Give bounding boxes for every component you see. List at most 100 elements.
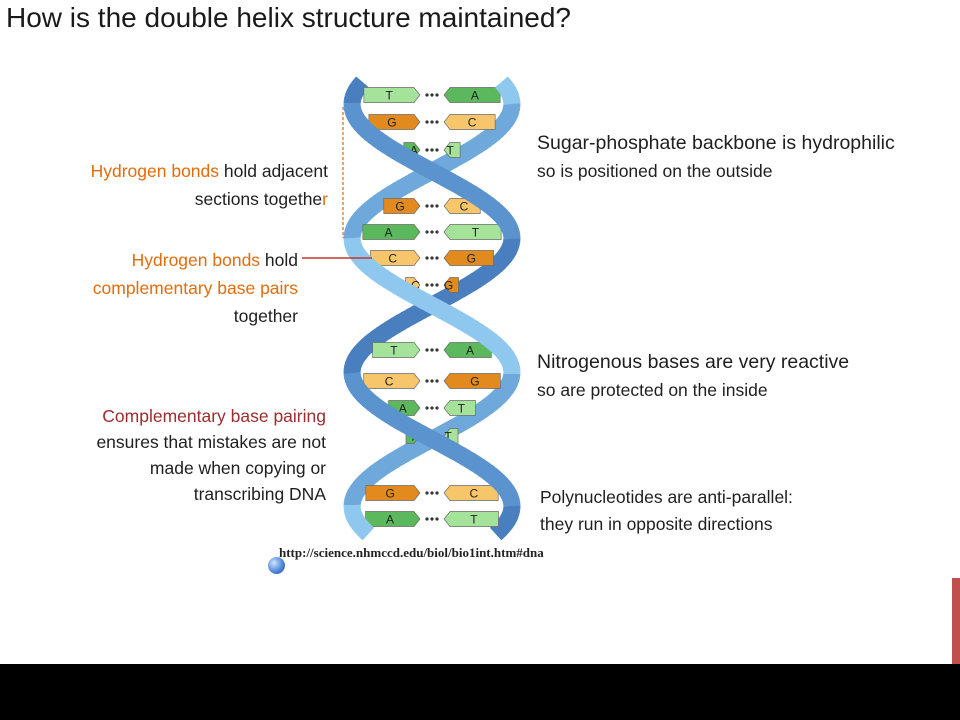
base-t bbox=[443, 224, 502, 240]
base-letter: T bbox=[390, 344, 398, 358]
comp-pairing-line4: transcribing DNA bbox=[193, 484, 326, 504]
source-url[interactable]: http://science.nhmccd.edu/biol/bio1int.h… bbox=[279, 545, 544, 560]
backbone-line1: Sugar-phosphate backbone is hydrophilic bbox=[537, 132, 895, 154]
base-t bbox=[363, 87, 421, 103]
hydrogen-bond-dot bbox=[430, 204, 434, 208]
hydrogen-bond-dot bbox=[425, 120, 429, 124]
accent-bar bbox=[952, 578, 960, 664]
base-g bbox=[383, 198, 421, 214]
base-g bbox=[443, 373, 501, 389]
base-letter: A bbox=[471, 89, 479, 103]
bases-label: Nitrogenous bases are very reactive so a… bbox=[537, 348, 849, 404]
hydrogen-bond-dot bbox=[435, 256, 439, 260]
base-letter: A bbox=[385, 226, 393, 240]
helix-back-strands bbox=[343, 76, 521, 541]
base-letter: A bbox=[466, 344, 474, 358]
helix-strand-segment bbox=[489, 525, 504, 541]
hydrogen-bond-dot bbox=[430, 406, 434, 410]
hydrogen-bond-dot bbox=[430, 230, 434, 234]
hydrogen-bond-dot bbox=[425, 491, 429, 495]
hydrogen-bond-dot bbox=[435, 204, 439, 208]
base-a bbox=[443, 342, 492, 358]
hbond-pairs-line1: Hydrogen bonds hold bbox=[30, 246, 298, 274]
base-letter: C bbox=[469, 487, 478, 501]
base-letter: C bbox=[468, 116, 477, 130]
hydrogen-bond-dot bbox=[435, 517, 439, 521]
helix-strand-segment bbox=[360, 525, 375, 541]
hydrogen-bond-dot bbox=[425, 93, 429, 97]
hydrogen-bond-dot bbox=[430, 379, 434, 383]
hydrogen-bond-dot bbox=[430, 256, 434, 260]
hydrogen-bond-dot bbox=[430, 148, 434, 152]
hydrogen-bond-dot bbox=[435, 283, 439, 287]
slide: How is the double helix structure mainta… bbox=[6, 2, 960, 664]
backbone-line2: so is positioned on the outside bbox=[537, 161, 773, 181]
base-letter: T bbox=[472, 226, 480, 240]
hydrogen-bond-dot bbox=[425, 256, 429, 260]
hbond-adjacent-line2-b: r bbox=[322, 189, 328, 209]
bases-line2: so are protected on the inside bbox=[537, 380, 768, 400]
hydrogen-bond-dot bbox=[425, 348, 429, 352]
bottom-bar bbox=[0, 664, 960, 720]
base-letter: G bbox=[470, 375, 479, 389]
hbond-adjacent-line2: sections together bbox=[40, 185, 328, 213]
bases-line1: Nitrogenous bases are very reactive bbox=[537, 351, 850, 373]
base-g bbox=[443, 277, 459, 293]
hydrogen-bond-dot bbox=[430, 491, 434, 495]
hbond-adjacent-line2-a: sections togethe bbox=[194, 189, 323, 209]
antiparallel-line2: they run in opposite directions bbox=[540, 514, 773, 534]
antiparallel-line1: Polynucleotides are anti-parallel: bbox=[540, 487, 793, 507]
hydrogen-bond-dot bbox=[430, 120, 434, 124]
base-letter: T bbox=[444, 430, 452, 444]
hydrogen-bond-dot bbox=[435, 406, 439, 410]
hbond-adjacent-highlight: Hydrogen bonds bbox=[90, 161, 220, 181]
base-letter: T bbox=[385, 89, 393, 103]
backbone-label: Sugar-phosphate backbone is hydrophilic … bbox=[537, 129, 895, 185]
base-letter: C bbox=[460, 200, 469, 214]
globe-icon bbox=[268, 557, 285, 574]
hbond-adjacent-line1: Hydrogen bonds hold adjacent bbox=[40, 157, 328, 185]
slide-title: How is the double helix structure mainta… bbox=[6, 2, 571, 33]
hydrogen-bond-dot bbox=[435, 379, 439, 383]
hbond-adjacent-label: Hydrogen bonds hold adjacent sections to… bbox=[40, 157, 328, 213]
base-letter: G bbox=[467, 252, 476, 266]
hydrogen-bond-dot bbox=[425, 148, 429, 152]
hydrogen-bond-dot bbox=[435, 491, 439, 495]
hbond-adjacent-rest: hold adjacent bbox=[219, 161, 328, 181]
comp-pairing-highlight: Complementary base pairing bbox=[102, 406, 326, 426]
base-letter: A bbox=[410, 144, 418, 158]
antiparallel-label: Polynucleotides are anti-parallel: they … bbox=[540, 484, 793, 538]
hydrogen-bond-dot bbox=[425, 517, 429, 521]
base-letter: G bbox=[386, 487, 395, 501]
hydrogen-bond-dot bbox=[425, 283, 429, 287]
base-letter: T bbox=[446, 144, 454, 158]
comp-pairing-line3: made when copying or bbox=[149, 458, 326, 478]
base-letter: G bbox=[444, 279, 453, 293]
hydrogen-bond-dot bbox=[435, 93, 439, 97]
base-a bbox=[362, 224, 421, 240]
hbond-pairs-label: Hydrogen bonds hold complementary base p… bbox=[30, 246, 298, 330]
hydrogen-bond-dot bbox=[430, 283, 434, 287]
hydrogen-bond-dot bbox=[435, 120, 439, 124]
hydrogen-bond-dot bbox=[430, 517, 434, 521]
base-g bbox=[365, 485, 421, 501]
base-letter: T bbox=[458, 402, 466, 416]
base-t bbox=[443, 511, 499, 527]
hydrogen-bond-dot bbox=[430, 348, 434, 352]
hbond-pairs-highlight1: Hydrogen bonds bbox=[131, 250, 261, 270]
base-t bbox=[443, 400, 476, 416]
double-helix-diagram: TAGCATGCATCGCGTACGATATGCAT bbox=[302, 76, 521, 541]
hydrogen-bond-dot bbox=[425, 379, 429, 383]
base-t bbox=[443, 142, 461, 158]
base-letter: C bbox=[388, 252, 397, 266]
base-g bbox=[443, 250, 494, 266]
base-letter: G bbox=[395, 200, 404, 214]
hbond-pairs-highlight2: complementary base pairs bbox=[92, 278, 298, 298]
